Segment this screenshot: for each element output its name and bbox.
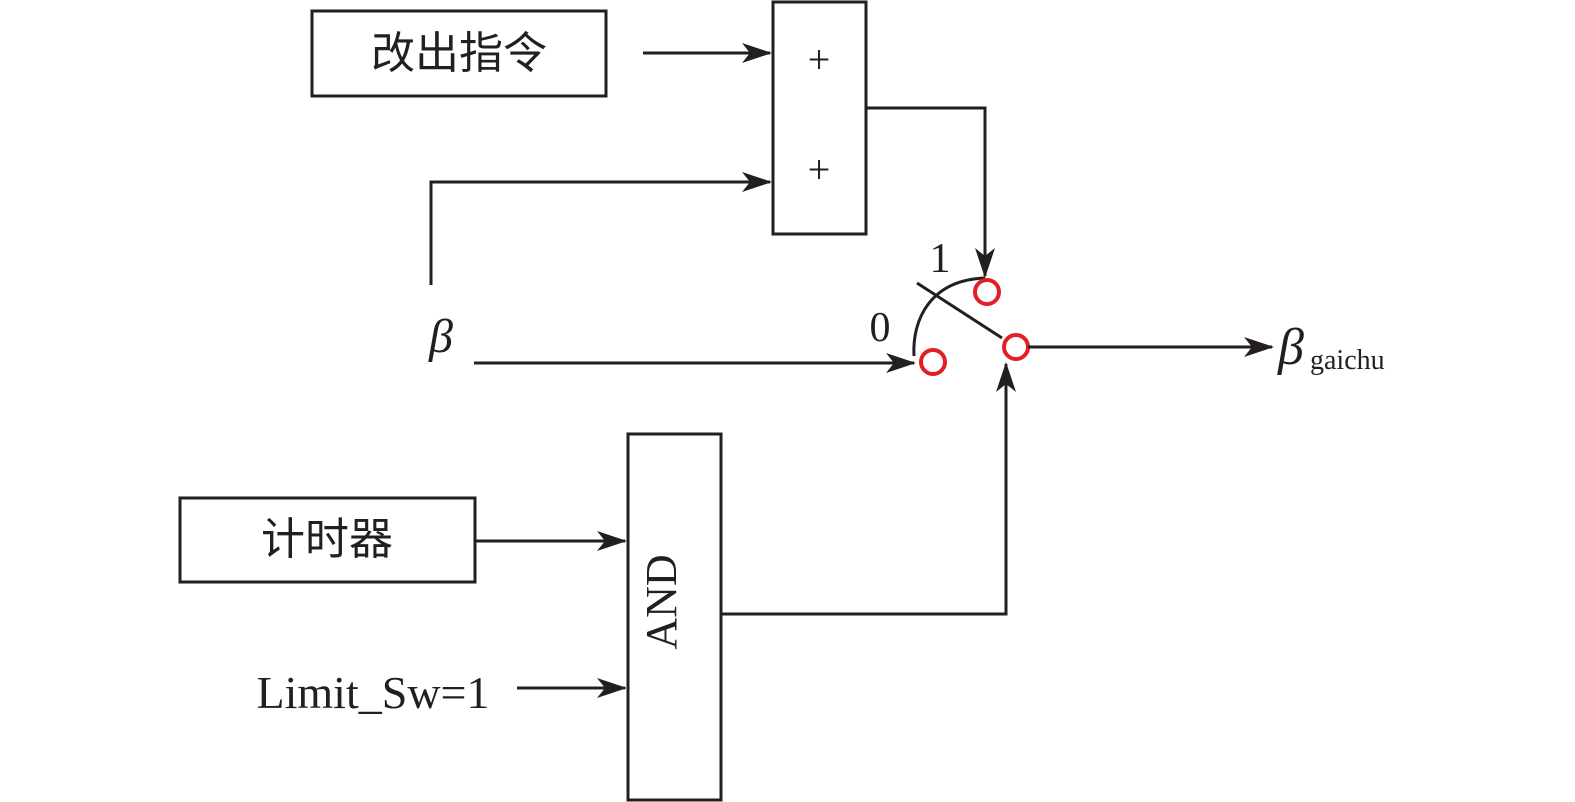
wire-beta-to-summer — [429, 172, 772, 285]
switch-contact-1 — [973, 278, 1001, 306]
switch-common-contact — [1002, 333, 1030, 361]
wire-and-to-switch-control — [721, 362, 1016, 616]
selector-switch: 1 0 — [870, 236, 1030, 376]
command-block-label: 改出指令 — [371, 28, 547, 79]
switch-travel-arc — [912, 276, 986, 357]
and-gate: AND — [626, 432, 723, 802]
switch-contact-0 — [919, 348, 947, 376]
summing-block-frame — [771, 0, 868, 236]
timer-block: 计时器 — [178, 496, 477, 584]
command-block: 改出指令 — [310, 9, 608, 98]
output-label: β gaichu — [1277, 319, 1385, 376]
output-symbol: β — [1277, 319, 1304, 376]
and-gate-label: AND — [637, 554, 686, 649]
timer-block-label: 计时器 — [261, 514, 393, 565]
output-subscript: gaichu — [1310, 345, 1385, 376]
wire-summer-to-switch-1 — [866, 106, 995, 278]
command-block-frame — [310, 9, 608, 98]
summer-plus-bottom: + — [808, 147, 831, 192]
beta-input-label: β — [428, 310, 453, 363]
switch-position-1-label: 1 — [930, 236, 951, 282]
and-gate-frame — [626, 432, 723, 802]
switch-blade — [916, 281, 1003, 340]
timer-block-frame — [178, 496, 477, 584]
summer-plus-top: + — [808, 37, 831, 82]
limit-switch-label: Limit_Sw=1 — [257, 667, 490, 718]
summing-block: + + — [771, 0, 868, 236]
switch-position-0-label: 0 — [870, 305, 891, 351]
